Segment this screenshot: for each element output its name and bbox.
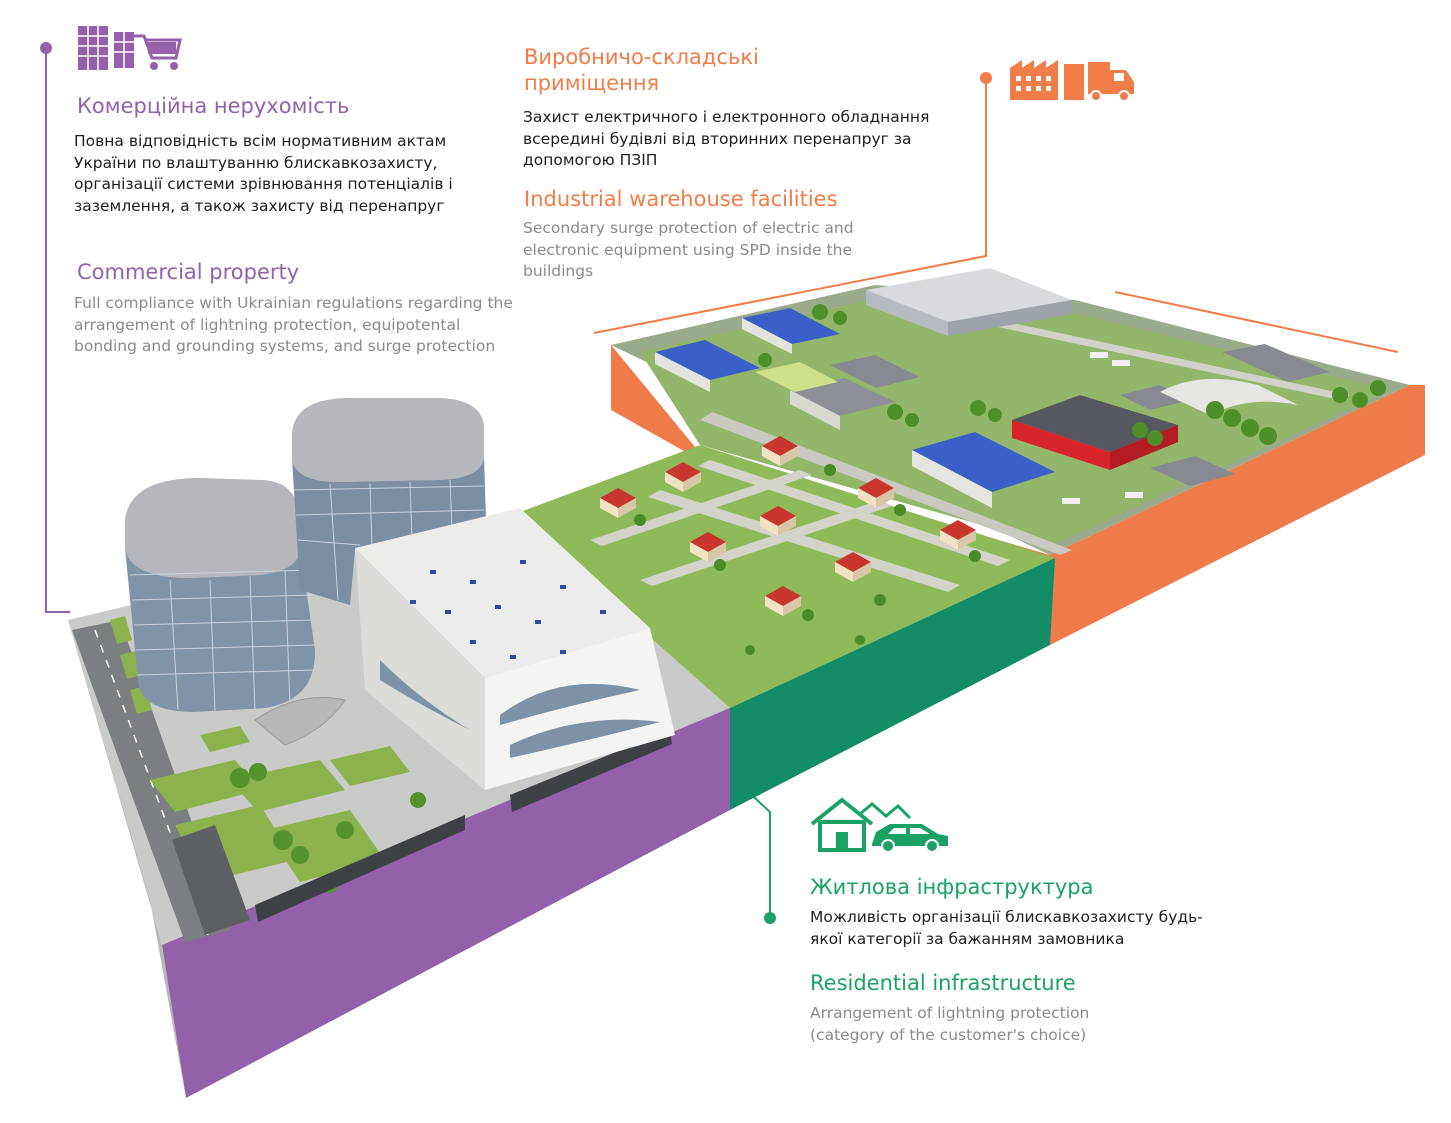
residential-title-en: Residential infrastructure [810,971,1076,995]
residential-houses [600,436,976,616]
industrial-right-face [1050,385,1425,645]
blue-building-1 [655,340,760,380]
big-warehouse-wall [866,290,948,336]
residential-road-2 [640,500,892,586]
residential-connector-line [741,785,771,918]
commercial-connector-line [45,50,70,613]
industrial-title-ua: Виробничо-складські приміщення [524,45,759,95]
parking-strip-1 [255,815,465,922]
residential-dot [764,912,776,924]
blue-building-1-wall [655,352,710,392]
residential-road-4 [698,460,1010,566]
grey-building-1 [790,378,895,416]
blue-building-3-wall [912,450,992,508]
truck-1 [1090,352,1108,358]
grey-building-4 [1150,456,1235,486]
street-marking [94,629,209,936]
commercial-title-ua: Комерційна нерухомість [77,94,350,118]
industrial-text-en: Secondary surge protection of electric a… [523,219,854,280]
tower-back-roof [292,398,485,482]
commercial-title-en: Commercial property [77,260,300,284]
truck-2 [1112,360,1130,366]
industrial-left-face [611,345,700,460]
industrial-connector-line [593,78,987,334]
grey-building-2 [830,355,920,388]
red-building-roof [1012,395,1178,452]
tower-left-glass-lines [129,569,316,713]
dome-hangar [1160,378,1298,415]
parking-strip-2 [510,730,672,812]
building-shopping-cart-icon [76,24,182,74]
blue-building-2-wall [742,318,792,354]
big-warehouse-wall-2 [948,300,1072,336]
tower-back-facade [292,455,486,605]
residential-text-ua: Можливість організації блискавкозахисту … [810,908,1203,948]
grey-building-5 [1222,344,1330,382]
commercial-text-en: Full compliance with Ukrainian regulatio… [74,294,513,355]
residential-front [730,558,1055,810]
residential-road-3 [648,490,960,592]
blue-building-2 [742,308,840,344]
house-car-icon [810,796,952,854]
truck-3 [1062,498,1080,504]
residential-trees [634,464,981,655]
residential-top [512,445,1055,708]
commercial-front [162,708,730,1098]
commercial-text-ua: Повна відповідність всім нормативним акт… [74,132,453,215]
green-roof-building [755,362,838,392]
truck-4 [1125,492,1143,498]
industrial-zone [611,268,1425,645]
big-warehouse-roof [866,268,1072,322]
commercial-zone [68,398,730,1098]
plaza-canopy [254,697,346,746]
factory-truck-icon [1008,52,1144,104]
mall-skylights [410,560,606,659]
commercial-dot [40,42,52,54]
residential-text-en: Arrangement of lightning protection (cat… [810,1004,1090,1044]
blue-building-3 [912,432,1055,492]
industrial-trees [758,304,1386,446]
industrial-dot [980,72,992,84]
garage-ramp [172,825,250,935]
red-building-wall [1012,420,1110,470]
industrial-connector-right [1114,291,1399,353]
residential-title-ua: Житлова інфраструктура [810,875,1094,899]
industrial-text-ua: Захист електричного і електронного облад… [523,108,930,169]
grey-building-1-wall [790,390,840,430]
mall-facade-openings [380,660,660,758]
mall-left-wall [355,548,485,790]
mall-roof [355,508,650,678]
tower-back-glass-lines [293,479,485,601]
industrial-title-en: Industrial warehouse facilities [524,187,838,211]
tower-left-roof [125,478,300,578]
